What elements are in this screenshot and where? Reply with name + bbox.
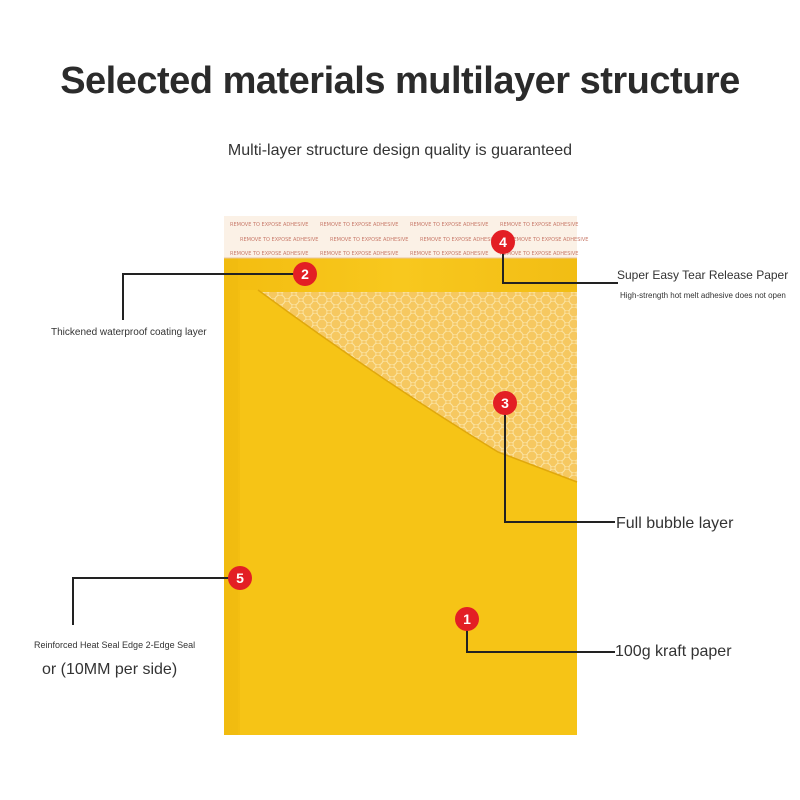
bubble-layer (258, 292, 577, 482)
svg-text:5: 5 (236, 570, 244, 586)
leader-line-5 (72, 577, 240, 625)
marker-1: 1 (455, 607, 479, 631)
marker-5: 5 (228, 566, 252, 590)
label-release-paper: Super Easy Tear Release Paper (617, 268, 789, 282)
svg-text:REMOVE TO EXPOSE ADHESIVE: REMOVE TO EXPOSE ADHESIVE (230, 222, 308, 228)
svg-text:4: 4 (499, 234, 507, 250)
leader-line-2 (122, 273, 305, 320)
svg-text:3: 3 (501, 395, 509, 411)
leader-line-3 (504, 403, 615, 523)
release-paper-text: REMOVE TO EXPOSE ADHESIVE REMOVE TO EXPO… (230, 222, 588, 257)
svg-text:REMOVE TO EXPOSE ADHESIVE: REMOVE TO EXPOSE ADHESIVE (500, 251, 578, 257)
svg-text:REMOVE TO EXPOSE ADHESIVE: REMOVE TO EXPOSE ADHESIVE (330, 237, 408, 243)
label-coating-layer: Thickened waterproof coating layer (51, 327, 207, 338)
marker-2: 2 (293, 262, 317, 286)
svg-text:REMOVE TO EXPOSE ADHESIVE: REMOVE TO EXPOSE ADHESIVE (500, 222, 578, 228)
svg-text:REMOVE TO EXPOSE ADHESIVE: REMOVE TO EXPOSE ADHESIVE (320, 222, 398, 228)
svg-text:REMOVE TO EXPOSE ADHESIVE: REMOVE TO EXPOSE ADHESIVE (240, 237, 318, 243)
svg-text:REMOVE TO EXPOSE ADHESIVE: REMOVE TO EXPOSE ADHESIVE (230, 251, 308, 257)
sublabel-release-paper: High-strength hot melt adhesive does not… (620, 291, 786, 300)
marker-3: 3 (493, 391, 517, 415)
heat-seal-edge (224, 216, 238, 735)
marker-4: 4 (491, 230, 515, 254)
leader-lines (72, 242, 618, 653)
label-kraft-paper: 100g kraft paper (615, 643, 732, 660)
svg-text:REMOVE TO EXPOSE ADHESIVE: REMOVE TO EXPOSE ADHESIVE (410, 251, 488, 257)
svg-text:1: 1 (463, 611, 471, 627)
svg-text:2: 2 (301, 266, 309, 282)
leader-line-4 (502, 242, 618, 284)
sublabel-heat-seal: or (10MM per side) (42, 661, 178, 678)
page-title: Selected materials multilayer structure (60, 60, 740, 102)
svg-text:REMOVE TO EXPOSE ADHESIVE: REMOVE TO EXPOSE ADHESIVE (320, 251, 398, 257)
release-paper-strip (224, 216, 577, 258)
svg-text:REMOVE TO EXPOSE ADHESIVE: REMOVE TO EXPOSE ADHESIVE (510, 237, 588, 243)
kraft-flap (240, 290, 577, 735)
label-bubble-layer: Full bubble layer (616, 515, 734, 532)
svg-text:REMOVE TO EXPOSE ADHESIVE: REMOVE TO EXPOSE ADHESIVE (420, 237, 498, 243)
page-subtitle: Multi-layer structure design quality is … (227, 142, 573, 159)
label-heat-seal: Reinforced Heat Seal Edge 2-Edge Seal (34, 640, 196, 650)
svg-text:REMOVE TO EXPOSE ADHESIVE: REMOVE TO EXPOSE ADHESIVE (410, 222, 488, 228)
